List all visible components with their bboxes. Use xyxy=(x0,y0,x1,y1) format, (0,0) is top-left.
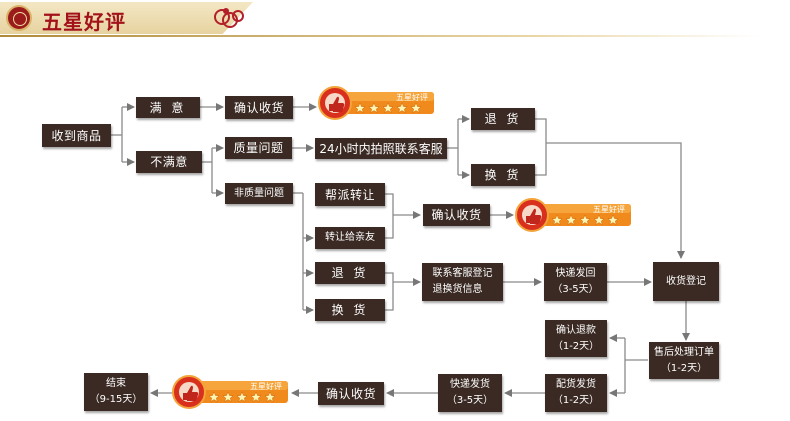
header-band xyxy=(0,2,253,34)
brand-logo-icon xyxy=(214,8,244,28)
node-satisfied: 满 意 xyxy=(136,97,200,118)
node-confirm-receipt-1: 确认收货 xyxy=(225,96,293,119)
five-star-badge: 五星好评 xyxy=(318,86,434,120)
node-receive-goods: 收到商品 xyxy=(42,124,111,147)
node-confirm-receipt-3: 确认收货 xyxy=(318,382,384,405)
node-pick-and-ship: 配货发货 （1-2天） xyxy=(545,374,607,412)
star-icon xyxy=(354,102,366,114)
star-icon xyxy=(565,214,577,226)
badge-label: 五星好评 xyxy=(396,92,428,102)
node-return-2: 退 货 xyxy=(315,262,385,284)
star-icon xyxy=(250,391,262,403)
header-banner: 五星好评 xyxy=(0,0,790,40)
star-icon xyxy=(579,214,591,226)
seal-icon xyxy=(6,5,32,31)
node-register-return-info: 联系客服登记 退换货信息 xyxy=(422,263,503,301)
node-non-quality-issue: 非质量问题 xyxy=(225,183,293,204)
star-icon xyxy=(264,391,276,403)
node-unsatisfied: 不满意 xyxy=(136,151,202,173)
star-icon xyxy=(236,391,248,403)
node-express-delivery: 快递发货 （3-5天） xyxy=(438,374,502,412)
node-return-1: 退 货 xyxy=(471,108,535,130)
header-divider xyxy=(0,35,760,37)
node-transfer-to-friend: 转让给亲友 xyxy=(315,227,385,249)
node-after-sale-order: 售后处理订单 （1-2天） xyxy=(649,342,719,379)
five-star-badge: 五星好评 xyxy=(172,375,288,409)
star-icon xyxy=(551,214,563,226)
star-icon xyxy=(410,102,422,114)
node-quality-issue: 质量问题 xyxy=(225,137,292,159)
node-end: 结束 （9-15天） xyxy=(84,373,148,411)
star-icon xyxy=(607,214,619,226)
star-icon xyxy=(593,214,605,226)
node-receive-register: 收货登记 xyxy=(653,262,719,301)
node-ship-back: 快递发回 （3-5天） xyxy=(544,263,607,301)
badge-label: 五星好评 xyxy=(593,204,625,214)
badge-label: 五星好评 xyxy=(250,381,282,391)
node-exchange-1: 换 货 xyxy=(471,164,535,186)
star-icon xyxy=(208,391,220,403)
node-confirm-receipt-2: 确认收货 xyxy=(423,204,490,226)
page-title: 五星好评 xyxy=(42,10,126,34)
node-contact-service-24h: 24小时内拍照联系客服 xyxy=(315,138,447,159)
star-icon xyxy=(396,102,408,114)
star-icon xyxy=(368,102,380,114)
node-exchange-2: 换 货 xyxy=(315,299,385,321)
star-icon xyxy=(382,102,394,114)
node-help-transfer: 帮派转让 xyxy=(315,183,385,206)
star-icon xyxy=(222,391,234,403)
five-star-badge: 五星好评 xyxy=(515,198,631,232)
node-confirm-refund: 确认退款 （1-2天） xyxy=(545,320,607,357)
